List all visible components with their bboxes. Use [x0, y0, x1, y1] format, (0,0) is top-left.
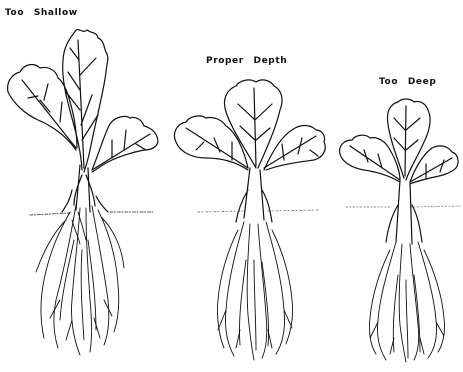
plant-too-deep — [340, 99, 458, 362]
leaf-top — [387, 99, 430, 180]
leaf-right — [410, 146, 458, 184]
crown — [386, 180, 422, 244]
crown — [236, 168, 272, 222]
crown — [62, 165, 108, 212]
leaf-right — [92, 116, 158, 172]
leaf-left — [340, 135, 400, 182]
roots — [36, 205, 124, 355]
roots — [217, 222, 292, 360]
soil-line-deep — [346, 206, 460, 207]
plant-too-shallow — [8, 30, 158, 355]
soil-line-proper — [198, 210, 318, 212]
soil-line-shallow — [30, 212, 155, 215]
leaf-left — [8, 65, 77, 150]
leaf-left — [174, 116, 248, 170]
leaf-top — [224, 80, 282, 168]
plant-proper-depth — [174, 80, 325, 360]
roots — [369, 242, 444, 362]
